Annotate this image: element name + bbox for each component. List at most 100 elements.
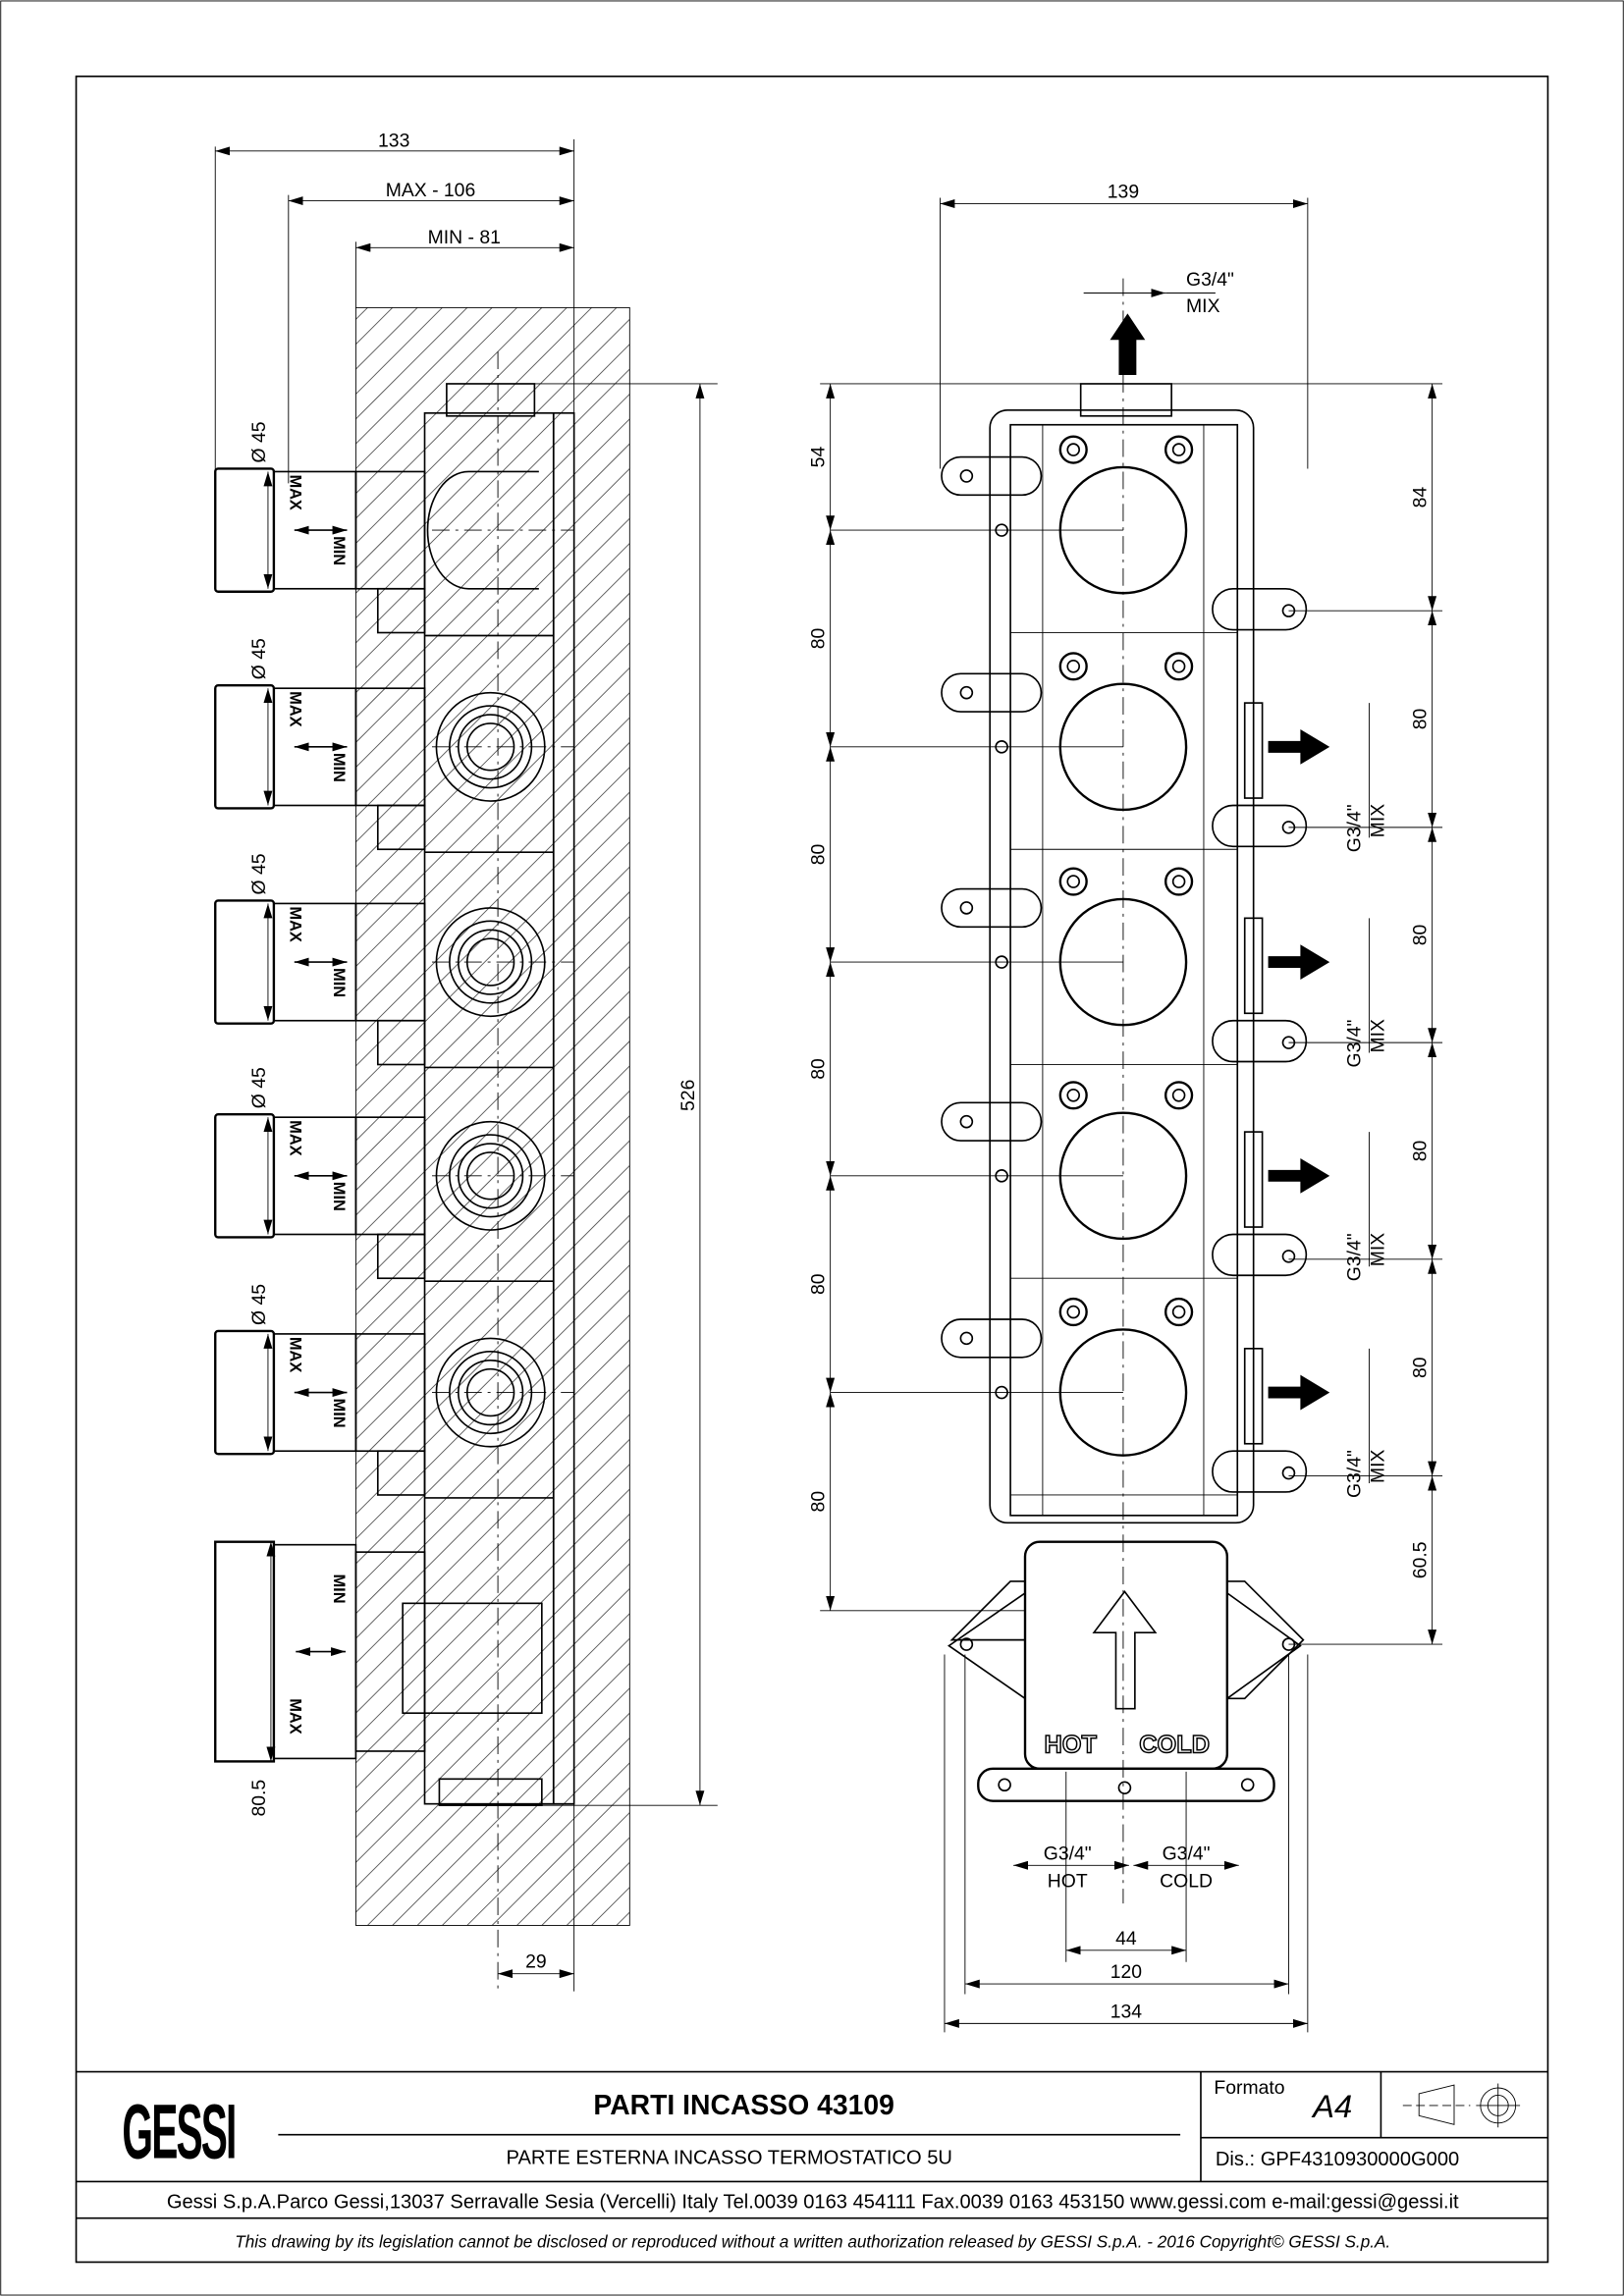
hatch-line [355,1588,630,1863]
hatch-line [355,767,630,1041]
hatch-line [355,1065,630,1341]
hatch-line [355,841,630,1117]
left-dim-label: 80 [808,1058,830,1080]
inlet-cold-label: COLD [1160,1871,1213,1893]
left-dim-label: 80 [808,1491,830,1513]
hatch-line [355,307,493,445]
hatch-line [355,1091,630,1365]
diverter-knob: MIN MAX [214,1540,543,1806]
knob-min-label: MIN [330,1399,348,1428]
right-dim-label: 80 [1410,925,1432,946]
dim-133: 133 [378,130,409,151]
right-dim-label: 80 [1410,1357,1432,1378]
diverter-min-label: MIN [330,1575,348,1604]
hatch-line [355,307,443,395]
knob-max-label: MAX [286,691,303,726]
projection-symbol-icon [1402,2083,1521,2128]
side-mix-outlet: G3/4"MIX [1243,917,1388,1067]
hatch-line [355,319,630,594]
left-mounting-lug [941,1318,1043,1359]
hatch-line [355,1240,630,1515]
hatch-line [541,1837,630,1926]
drawing-number: Dis.: GPF4310930000G000 [1216,2149,1459,2170]
drawing-title: PARTI INCASSO 43109 [593,2090,893,2121]
hatch-line [355,307,468,420]
inlet-hot-label: HOT [1048,1871,1088,1893]
hatch-line [442,1737,630,1926]
svg-text:GESSI: GESSI [122,2089,235,2175]
knob-max-label: MAX [286,474,303,509]
hatch-line [355,817,630,1092]
hatch-line [367,1663,630,1926]
side-outlet-thread: G3/4" [1344,1450,1366,1498]
knob-cap [214,1329,276,1456]
frame-outer [989,408,1255,1524]
inlet-hot-thread: G3/4" [1044,1842,1092,1864]
hatch-line [355,517,630,793]
knob-min-label: MIN [330,536,348,565]
side-outlet-label: MIX [1367,1233,1388,1267]
side-outlet-thread: G3/4" [1344,804,1366,852]
hatch-line [355,307,517,469]
hatch-line [355,307,394,346]
hatch-line [355,1414,630,1689]
screw-boss [1058,1297,1088,1327]
drawing-subtitle: PARTE ESTERNA INCASSO TERMOSTATICO 5U [507,2148,952,2169]
dim-29: 29 [525,1951,547,1973]
flow-right-arrow-icon [1268,944,1330,980]
hatch-line [355,307,543,495]
left-mounting-lug [941,1101,1043,1142]
valve-body [423,411,555,1805]
hatch-line [355,742,630,1017]
knob-diameter-label: Ø 45 [248,1067,270,1108]
hatch-line [516,1812,630,1926]
hatch-line [355,1264,630,1540]
right-mounting-lug [1212,804,1308,848]
hatch-line [355,307,368,320]
cartridge-seat [830,1081,1308,1279]
hatch-line [355,1514,630,1789]
gessi-logo: GESSI [122,2089,237,2175]
knob-min-label: MIN [330,1182,348,1211]
hatch-line [355,916,630,1192]
hatch-line [355,307,418,370]
bottom-bracket [977,1767,1275,1802]
drawing-frame [75,75,1549,2264]
side-outlet-thread: G3/4" [1344,1233,1366,1281]
mounting-plate [552,411,575,1805]
hatch-line [355,418,630,693]
hatch-line [355,1637,630,1913]
screw-boss [1058,1081,1088,1110]
left-mounting-lug [941,455,1043,497]
hatch-line [355,1140,630,1415]
inlet-cold-thread: G3/4" [1163,1842,1211,1864]
right-dim-label: 84 [1410,487,1432,508]
screw-boss [1164,652,1194,681]
left-mounting-lug [941,672,1043,713]
left-dim-label: 54 [808,447,830,468]
hatch-line [355,344,630,618]
hatch-line [355,990,630,1266]
hatch-line [355,468,630,743]
hatch-line [466,1762,630,1926]
side-outlet-label: MIX [1367,804,1388,838]
side-mix-outlet: G3/4"MIX [1243,702,1388,852]
format-label: Formato [1214,2077,1284,2099]
left-dim-label: 80 [808,843,830,865]
hatch-line [591,1887,630,1926]
right-dim-label: 80 [1410,1140,1432,1161]
left-mounting-lug [941,887,1043,929]
knob-cap [214,1113,276,1239]
cartridge-seat [830,1297,1308,1496]
flow-right-arrow-icon [1268,1374,1330,1411]
knob-cap [214,467,276,593]
side-mix-outlet: G3/4"MIX [1243,1131,1388,1281]
hatch-line [355,891,630,1166]
dim-134: 134 [1110,2001,1143,2022]
plate-hot-label: HOT [1044,1731,1097,1758]
right-dim-label: 60.5 [1410,1541,1432,1578]
